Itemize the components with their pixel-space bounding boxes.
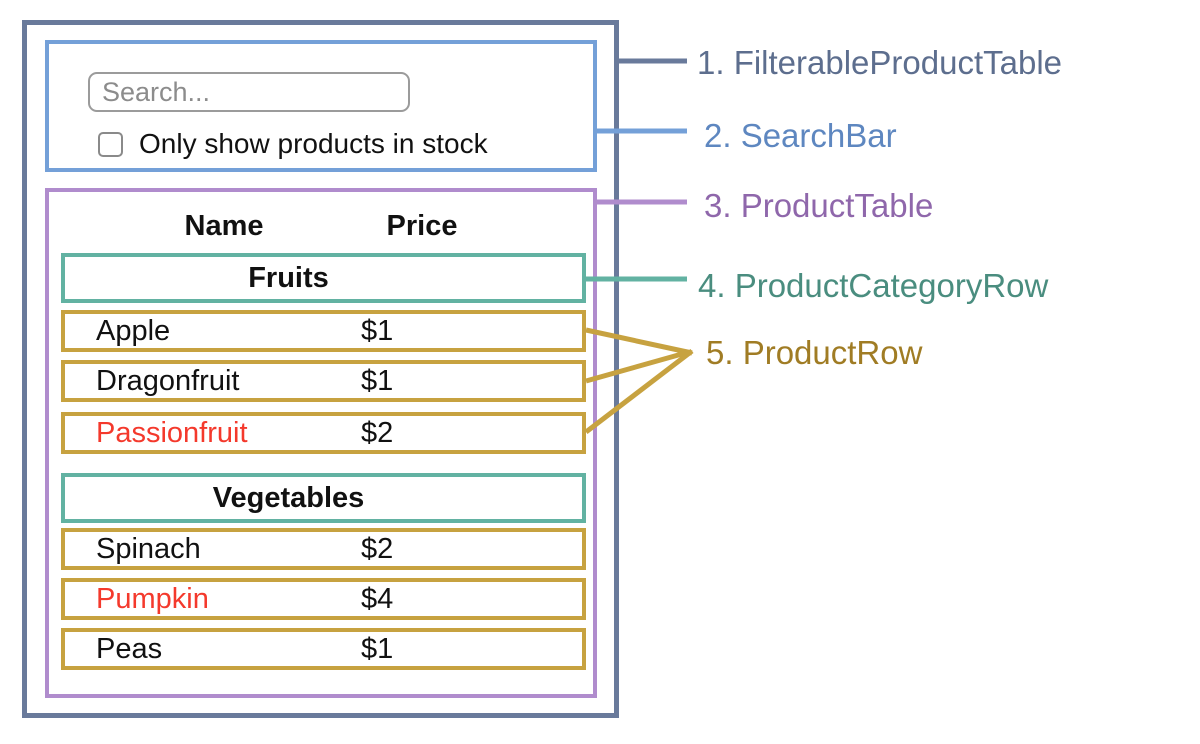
product-row-spinach: Spinach $2	[61, 528, 586, 570]
in-stock-filter-row: Only show products in stock	[98, 128, 488, 160]
product-row-pumpkin: Pumpkin $4	[61, 578, 586, 620]
legend-product-category-row: 4. ProductCategoryRow	[698, 267, 1049, 304]
product-name: Apple	[96, 314, 171, 347]
in-stock-checkbox-label: Only show products in stock	[139, 128, 488, 159]
in-stock-checkbox[interactable]	[98, 131, 123, 157]
legend-product-row: 5. ProductRow	[706, 334, 923, 371]
product-price: $2	[361, 416, 394, 449]
column-header-name: Name	[184, 210, 264, 242]
product-price: $2	[361, 532, 394, 565]
product-price: $1	[361, 632, 394, 665]
product-name: Pumpkin	[96, 582, 209, 615]
legend-search-bar: 2. SearchBar	[704, 117, 897, 154]
product-table-box: Name Price Fruits Apple $1 Dragonfruit $…	[45, 188, 597, 698]
legend-filterable-product-table: 1. FilterableProductTable	[697, 44, 1063, 81]
product-name: Passionfruit	[96, 416, 248, 449]
product-row-passionfruit: Passionfruit $2	[61, 412, 586, 454]
category-row-fruits: Fruits	[61, 253, 586, 303]
category-row-vegetables: Vegetables	[61, 473, 586, 523]
product-name: Dragonfruit	[96, 364, 240, 397]
product-row-peas: Peas $1	[61, 628, 586, 670]
product-price: $1	[361, 364, 394, 397]
product-price: $1	[361, 314, 394, 347]
legend-product-table: 3. ProductTable	[704, 187, 934, 224]
search-bar-box: Only show products in stock	[45, 40, 597, 172]
product-name: Spinach	[96, 532, 201, 565]
search-input[interactable]	[88, 72, 410, 112]
product-row-apple: Apple $1	[61, 310, 586, 352]
table-header-row: Name Price	[61, 210, 586, 242]
product-name: Peas	[96, 632, 163, 665]
product-price: $4	[361, 582, 394, 615]
filterable-product-table-box: Only show products in stock Name Price F…	[22, 20, 619, 718]
product-row-dragonfruit: Dragonfruit $1	[61, 360, 586, 402]
column-header-price: Price	[386, 210, 458, 242]
